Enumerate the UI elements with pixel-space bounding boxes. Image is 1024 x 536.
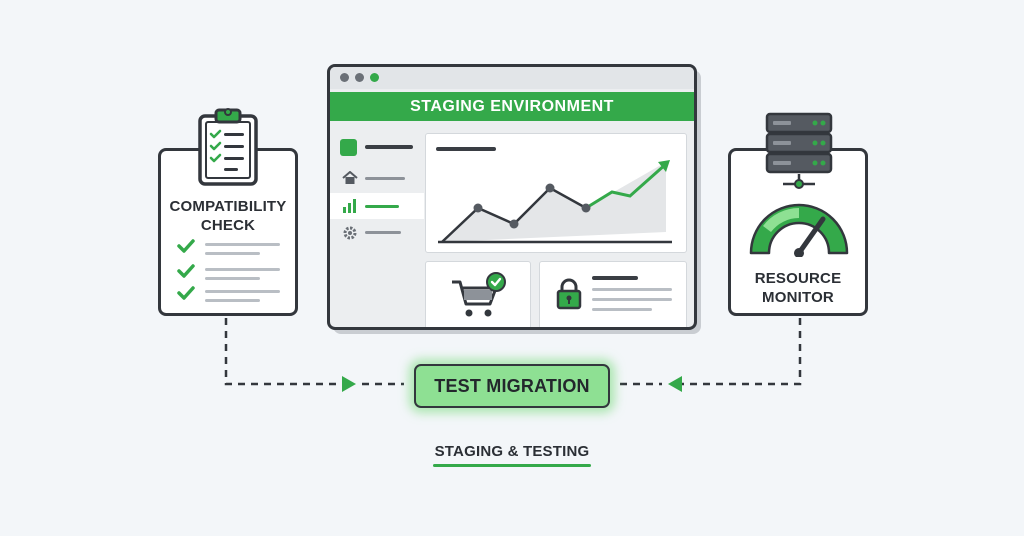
compatibility-title-line1: COMPATIBILITY [169,198,287,215]
security-text-line [592,288,672,291]
chart-title-line [436,147,496,151]
window-dot-icon[interactable] [370,73,379,82]
padlock-icon [556,278,582,310]
compatibility-title-line2: CHECK [200,217,256,234]
caption-underline [433,464,591,467]
security-text-line [592,298,672,301]
window-dot-icon[interactable] [355,73,364,82]
gear-icon[interactable] [342,225,358,241]
shopping-cart-check-icon [452,272,506,317]
checklist-line [205,268,280,271]
resource-title-line1: RESOURCE [754,270,842,287]
sidebar-brand-line [365,145,413,149]
sidebar-item-analytics[interactable] [330,193,424,219]
resource-title-line2: MONITOR [762,289,834,306]
bar-chart-icon [343,199,356,213]
chart-panel [425,133,687,253]
window-dot-icon[interactable] [340,73,349,82]
home-icon[interactable] [342,171,358,185]
window-sidebar [330,121,424,327]
security-title-line [592,276,638,280]
sidebar-item-settings[interactable] [365,231,401,234]
staging-window: STAGING ENVIRONMENT [327,64,697,330]
growth-line-chart [438,160,672,244]
checklist-line [205,299,260,302]
compatibility-check-title: COMPATIBILITY CHECK [161,197,295,235]
checklist-line [205,243,280,246]
checklist-line [205,290,280,293]
security-panel [539,261,687,327]
security-text-line [592,308,652,311]
sidebar-item-home[interactable] [365,177,405,180]
check-mark-icon [177,239,195,253]
window-titlebar [330,67,694,89]
server-rack-icon [765,112,833,189]
checklist-line [205,277,260,280]
cart-panel [425,261,531,327]
staging-testing-caption: STAGING & TESTING [434,443,590,460]
clipboard-checklist-icon [198,108,258,186]
test-migration-button[interactable]: TEST MIGRATION [414,364,610,408]
app-logo-icon [340,139,357,156]
staging-environment-header: STAGING ENVIRONMENT [330,92,694,121]
gauge-icon [749,203,849,257]
check-mark-icon [177,264,195,278]
sidebar-analytics-line [365,205,399,208]
check-mark-icon [177,286,195,300]
checklist-line [205,252,260,255]
resource-monitor-title: RESOURCE MONITOR [731,269,865,307]
